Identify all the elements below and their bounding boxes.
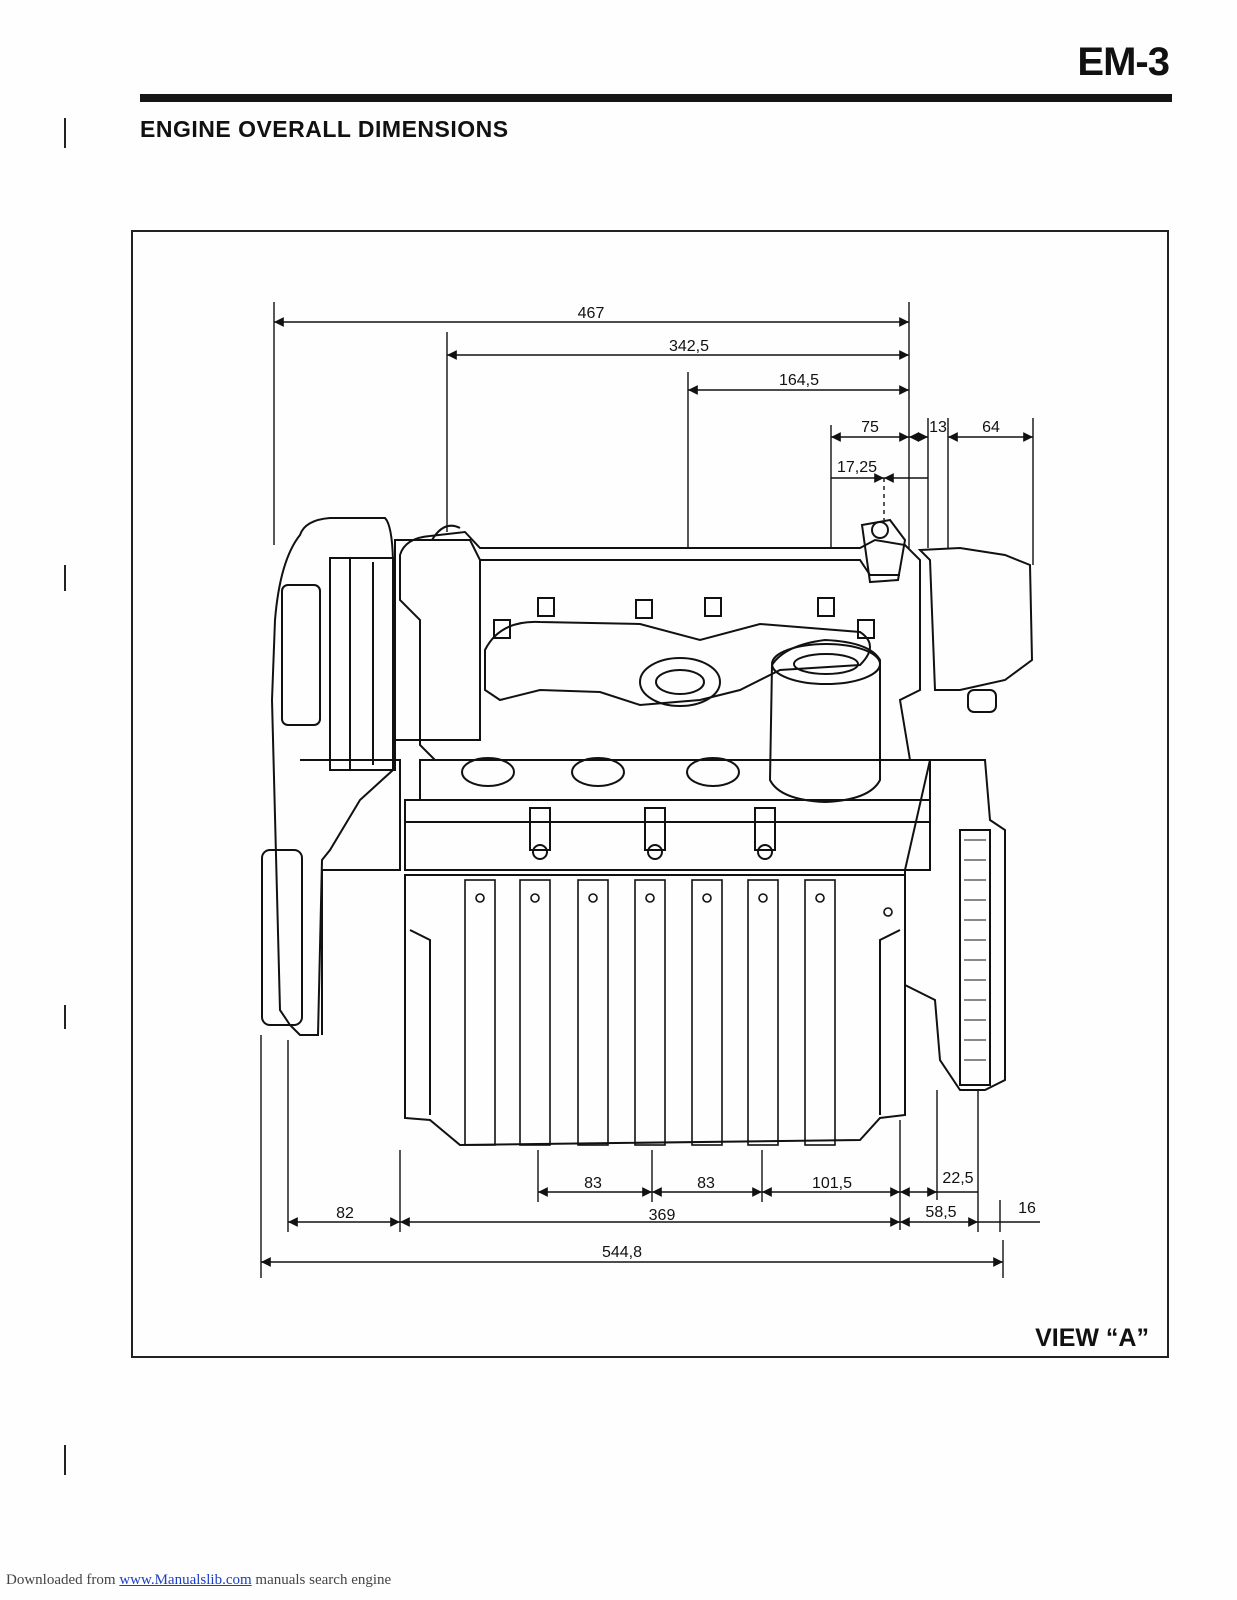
dim-22-5: 22,5 bbox=[942, 1170, 973, 1187]
dim-83-left: 83 bbox=[584, 1175, 602, 1192]
dim-75: 75 bbox=[861, 419, 879, 436]
dim-544-8: 544,8 bbox=[602, 1244, 642, 1261]
footer: Downloaded from www.Manualslib.com manua… bbox=[6, 1572, 391, 1589]
dim-467: 467 bbox=[578, 305, 605, 322]
dimension-lines bbox=[261, 317, 1040, 1267]
footer-suffix: manuals search engine bbox=[251, 1572, 392, 1588]
dim-83-right: 83 bbox=[697, 1175, 715, 1192]
figure-frame bbox=[131, 230, 1169, 1358]
dim-17-25: 17,25 bbox=[837, 459, 877, 476]
dim-64: 64 bbox=[982, 419, 1000, 436]
manualslib-link[interactable]: www.Manualslib.com bbox=[119, 1572, 252, 1588]
engine-illustration bbox=[261, 517, 1034, 1147]
footer-prefix: Downloaded from bbox=[6, 1572, 120, 1588]
dim-369: 369 bbox=[649, 1207, 676, 1224]
extension-lines bbox=[260, 302, 1034, 1278]
dim-16: 16 bbox=[1018, 1200, 1036, 1217]
dim-13: 13 bbox=[929, 419, 947, 436]
view-label: VIEW “A” bbox=[1035, 1324, 1149, 1352]
header-rule bbox=[140, 94, 1172, 102]
dim-82: 82 bbox=[336, 1205, 354, 1222]
margin-mark bbox=[64, 1445, 66, 1475]
dim-342-5: 342,5 bbox=[669, 338, 709, 355]
dim-58-5: 58,5 bbox=[925, 1204, 956, 1221]
margin-mark bbox=[64, 1005, 66, 1029]
dim-164-5: 164,5 bbox=[779, 372, 819, 389]
dimension-labels: 467 342,5 164,5 75 13 64 17,25 83 83 101… bbox=[336, 305, 1036, 1261]
margin-mark bbox=[64, 118, 66, 148]
page-title: ENGINE OVERALL DIMENSIONS bbox=[140, 116, 509, 142]
dim-101-5: 101,5 bbox=[812, 1175, 852, 1192]
page-code: EM-3 bbox=[1077, 40, 1170, 84]
margin-mark bbox=[64, 565, 66, 591]
